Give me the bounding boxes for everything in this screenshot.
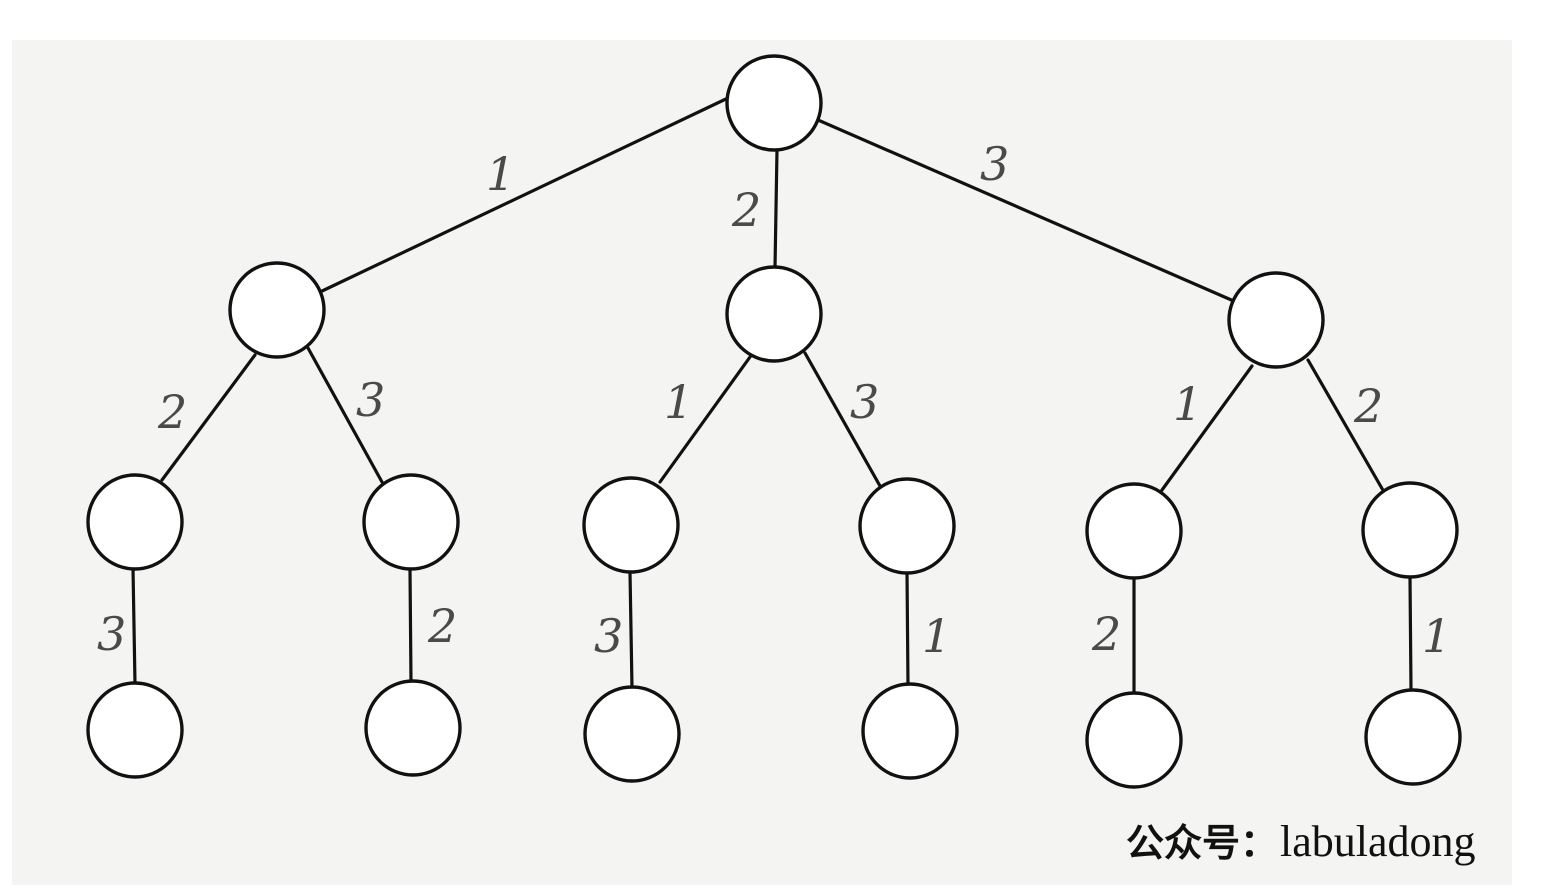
edge-label-b1-3: 3 <box>594 609 623 663</box>
node-rl <box>1085 482 1183 580</box>
edge-middle-to-mr <box>803 351 882 488</box>
node-lr-leaf <box>364 679 462 777</box>
watermark: 公众号： labuladong <box>1126 817 1476 866</box>
edge-label-a-3: 3 <box>356 373 385 427</box>
node-root <box>725 54 823 152</box>
edge-label-c1-2: 2 <box>1091 607 1121 661</box>
node-rr-leaf <box>1364 688 1462 786</box>
edge-left-to-ll <box>160 353 257 482</box>
edge-labels: 1 2 3 2 3 1 3 1 2 3 2 3 1 2 1 <box>97 137 1451 663</box>
edge-root-to-right <box>816 118 1238 304</box>
edge-ll-to-leaf <box>131 566 137 686</box>
edge-label-b3-1: 1 <box>922 609 951 663</box>
node-lr <box>362 473 460 571</box>
edge-ml-to-leaf <box>628 570 634 690</box>
node-ll <box>86 473 184 571</box>
node-rl-leaf <box>1085 691 1183 789</box>
node-left <box>228 261 326 359</box>
edge-label-root-3: 3 <box>980 137 1009 191</box>
edge-label-b-3: 3 <box>850 375 879 429</box>
edges <box>131 96 1413 694</box>
edge-label-c-1: 1 <box>1173 377 1202 431</box>
watermark-prefix: 公众号： <box>1126 821 1278 865</box>
edge-right-to-rl <box>1160 364 1254 492</box>
edge-root-to-middle <box>773 148 779 270</box>
nodes <box>86 54 1462 789</box>
node-ml-leaf <box>583 685 681 783</box>
edge-right-to-rr <box>1306 358 1386 494</box>
edge-label-root-2: 2 <box>731 183 761 237</box>
node-ll-leaf <box>86 681 184 779</box>
edge-label-root-1: 1 <box>486 147 515 201</box>
edge-rr-to-leaf <box>1408 576 1413 692</box>
paper-background <box>12 40 1512 885</box>
node-rr <box>1361 481 1459 579</box>
edge-label-b-1: 1 <box>664 375 693 429</box>
edge-mr-to-leaf <box>905 570 910 688</box>
edge-label-a3-2: 2 <box>427 599 457 653</box>
edge-label-a2-3: 3 <box>97 607 126 661</box>
node-right <box>1227 271 1325 369</box>
watermark-name: labuladong <box>1280 817 1476 866</box>
edge-root-to-left <box>318 96 730 294</box>
node-mr <box>858 477 956 575</box>
edge-label-c2-1: 1 <box>1422 609 1451 663</box>
node-ml <box>582 476 680 574</box>
edge-middle-to-ml <box>658 355 752 484</box>
edge-lr-to-leaf <box>408 568 413 684</box>
node-mr-leaf <box>861 682 959 780</box>
edge-left-to-lr <box>306 346 384 484</box>
edge-label-a-2: 2 <box>157 385 187 439</box>
node-middle <box>725 265 823 363</box>
edge-label-c-2: 2 <box>1353 379 1383 433</box>
